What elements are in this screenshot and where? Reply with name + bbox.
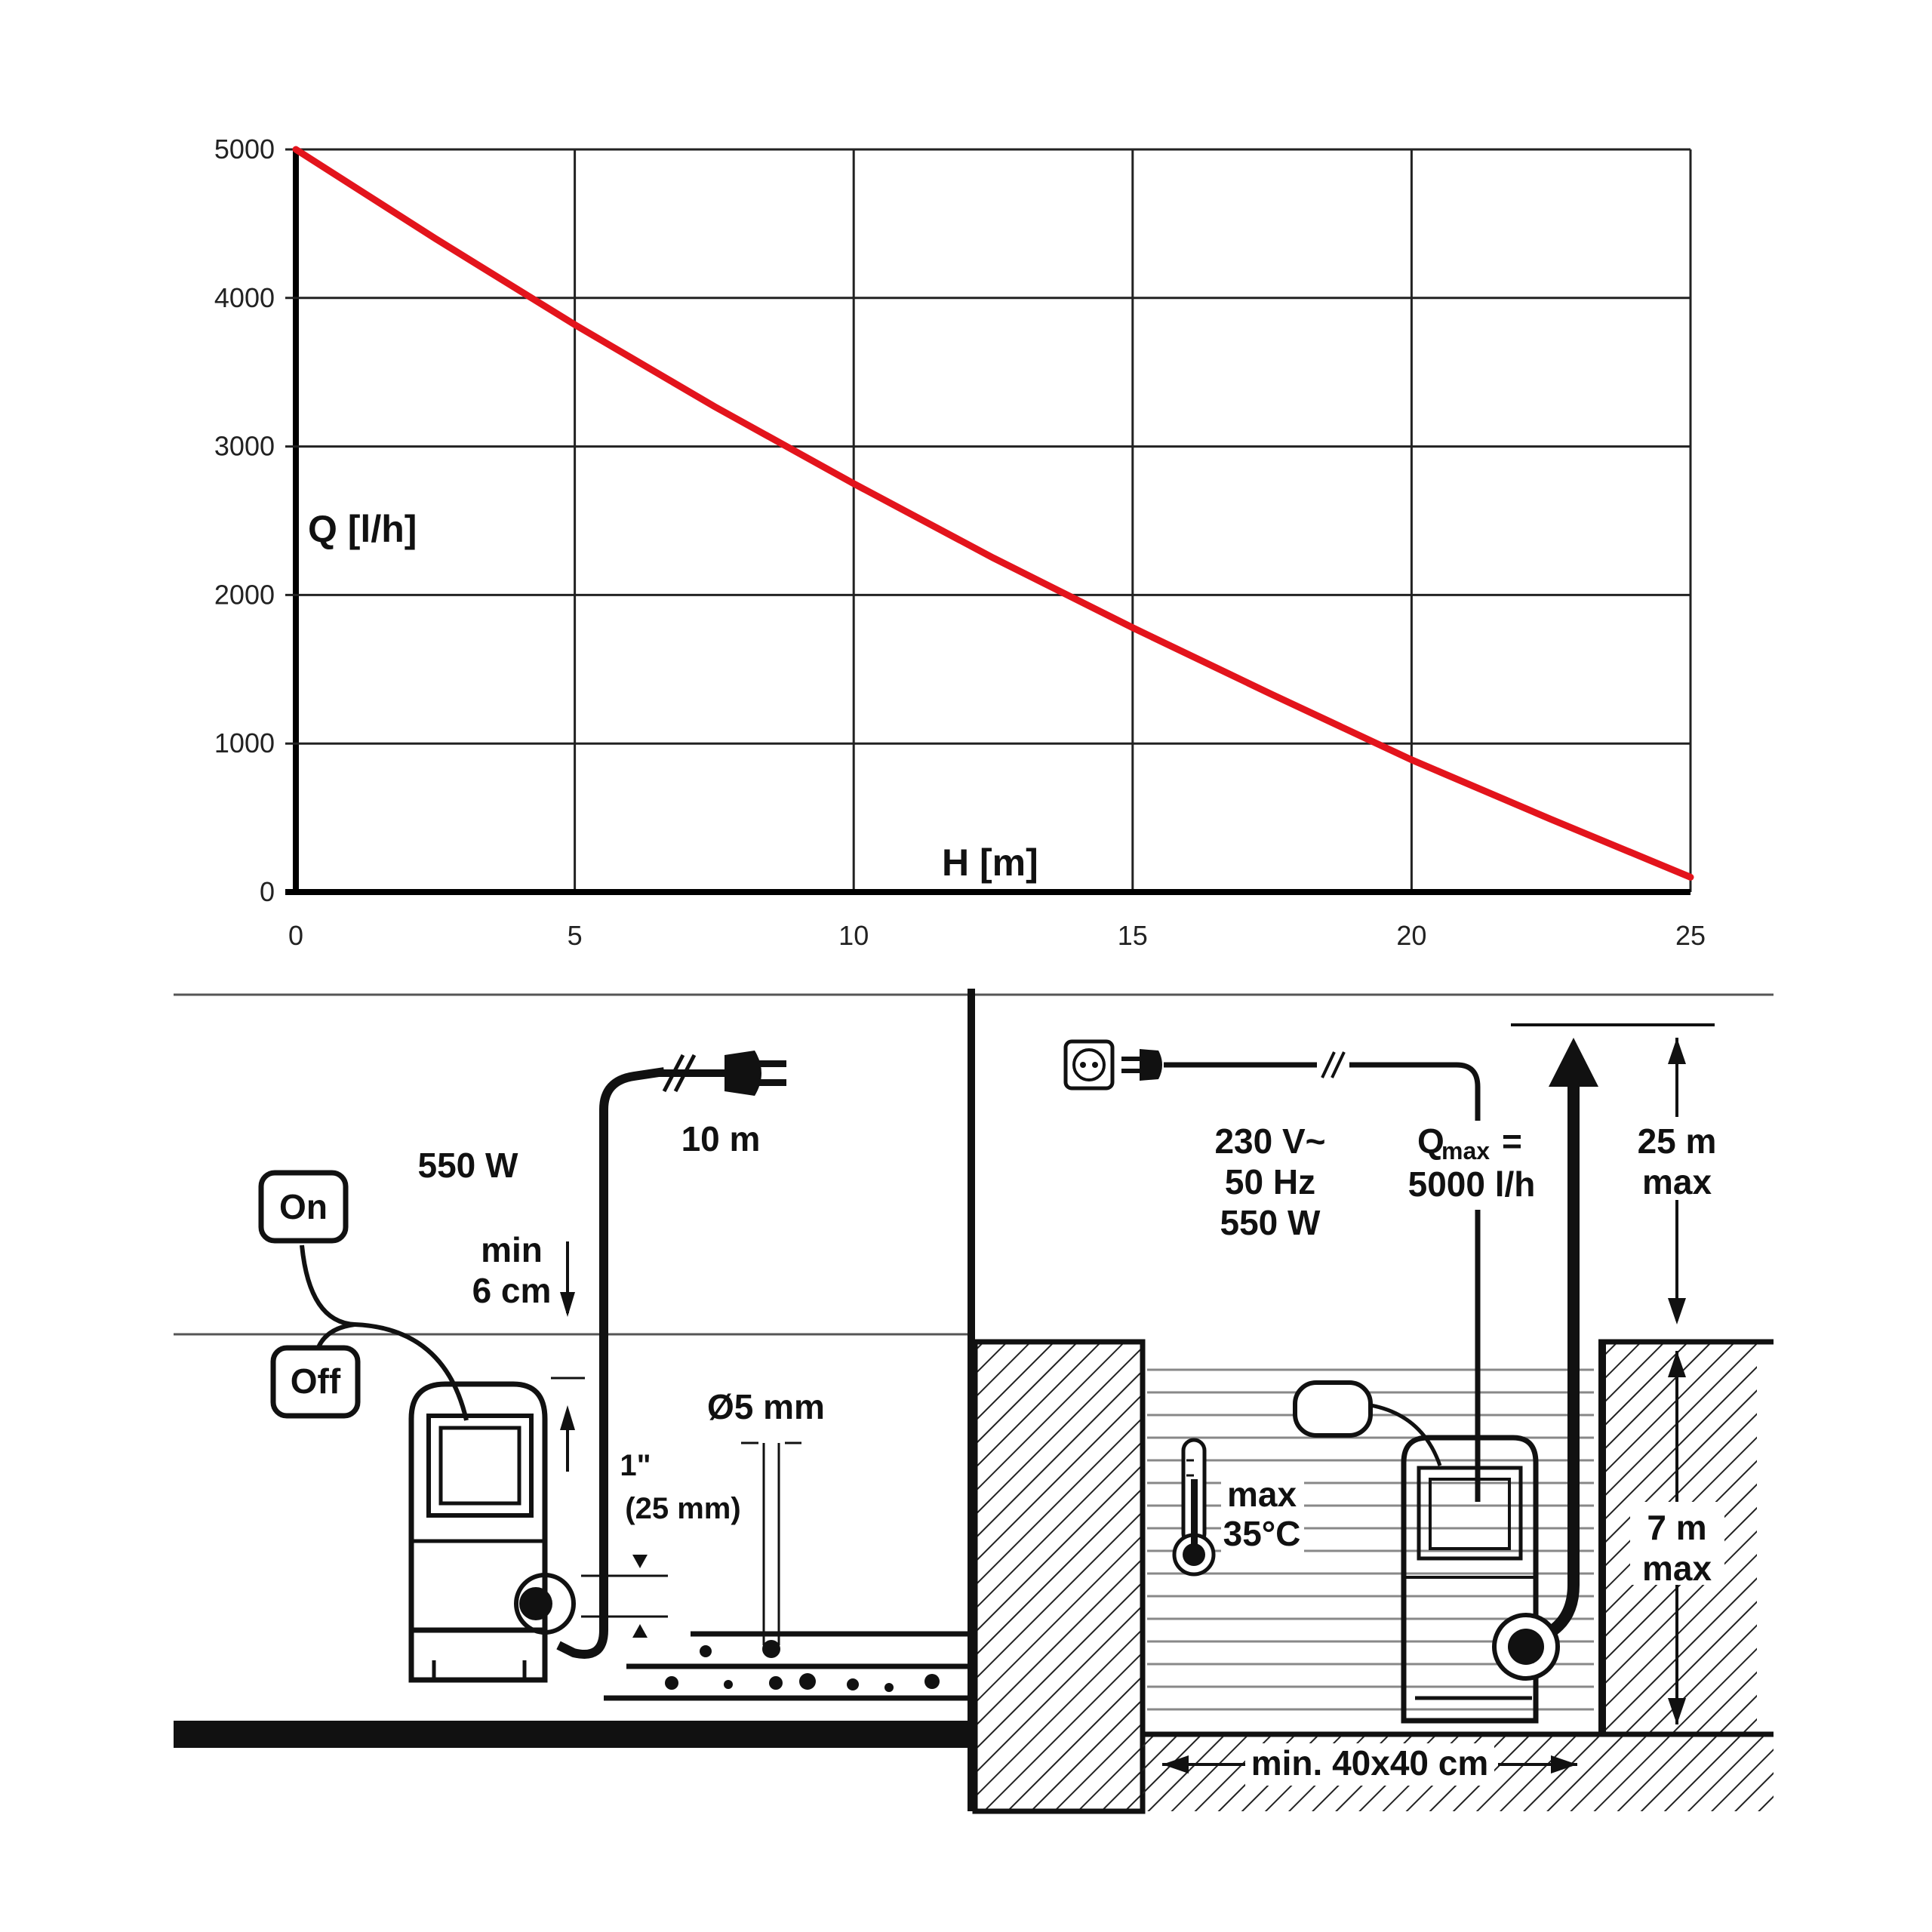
x-tick-label: 10 xyxy=(838,920,869,951)
x-tick-label: 5 xyxy=(568,920,583,951)
x-tick-label: 0 xyxy=(288,920,303,951)
right-power-label: 550 W xyxy=(1220,1203,1321,1242)
chart-grid xyxy=(285,148,1692,895)
switch-on-icon: On xyxy=(258,1170,349,1244)
left-power-label: 550 W xyxy=(418,1146,519,1185)
x-tick-label: 25 xyxy=(1675,920,1706,951)
head-max-label: max xyxy=(1642,1162,1712,1201)
temp-value-label: 35°C xyxy=(1223,1514,1301,1553)
float-cable xyxy=(300,1244,469,1421)
x-tick-label: 15 xyxy=(1118,920,1148,951)
plug-right-icon xyxy=(1121,1049,1162,1081)
soil-left xyxy=(972,1339,1146,1814)
cable-length-label: 10 m xyxy=(681,1119,761,1158)
flat-floor-installation: On Off 550 W 10 m min 6 cm 1" (25 mm) xyxy=(174,993,972,1748)
y-tick-label: 0 xyxy=(260,876,275,907)
x-axis-label: H [m] xyxy=(942,841,1038,884)
min-height-label: 6 cm xyxy=(472,1271,552,1310)
qmax-equals: = xyxy=(1502,1121,1522,1161)
x-tick-label: 20 xyxy=(1396,920,1426,951)
y-tick-label: 2000 xyxy=(214,579,275,610)
svg-text:Off: Off xyxy=(291,1361,341,1401)
temp-max-label: max xyxy=(1227,1475,1297,1514)
gravel-layers xyxy=(604,1631,972,1701)
particle-size-label: Ø5 mm xyxy=(707,1387,825,1426)
divider xyxy=(968,989,975,1811)
float-switch-icon xyxy=(1293,1380,1373,1438)
pump-right xyxy=(1401,1435,1560,1724)
svg-text:On: On xyxy=(279,1187,328,1226)
qmax-label: Q max = xyxy=(1413,1121,1534,1169)
thread-size-label: (25 mm) xyxy=(625,1492,740,1525)
qmax-symbol: Q xyxy=(1417,1121,1444,1161)
shaft-installation: 230 V~ 50 Hz 550 W Q max = 5000 l/h 25 m… xyxy=(968,989,1774,1814)
socket-icon xyxy=(1063,1039,1115,1091)
head-label: 25 m xyxy=(1638,1121,1717,1161)
y-axis-label: Q [l/h] xyxy=(308,508,417,550)
voltage-label: 230 V~ xyxy=(1214,1121,1325,1161)
y-tick-label: 1000 xyxy=(214,728,275,758)
switch-off-icon: Off xyxy=(270,1345,361,1419)
thread-label: 1" xyxy=(620,1449,651,1482)
min-label: min xyxy=(481,1230,543,1269)
y-tick-label: 5000 xyxy=(214,134,275,165)
floor xyxy=(174,1721,972,1748)
frequency-label: 50 Hz xyxy=(1225,1162,1315,1201)
shaft-size-label: min. 40x40 cm xyxy=(1251,1743,1489,1783)
discharge-pipe xyxy=(1549,1085,1580,1635)
qmax-value: 5000 l/h xyxy=(1408,1164,1536,1204)
thermometer-icon xyxy=(1172,1438,1216,1577)
shaft-width-dimension xyxy=(1162,1755,1577,1774)
depth-max-label: max xyxy=(1642,1549,1712,1588)
pump-left xyxy=(408,1067,665,1683)
chart-ticks: 0 5 10 15 20 25 0 1000 2000 3000 4000 5000 xyxy=(214,134,1706,951)
pump-curve-line xyxy=(292,146,1694,881)
y-tick-label: 4000 xyxy=(214,282,275,313)
plug-icon xyxy=(658,1051,786,1096)
qmax-subscript: max xyxy=(1441,1137,1490,1164)
depth-label: 7 m xyxy=(1647,1508,1706,1547)
y-tick-label: 3000 xyxy=(214,431,275,462)
